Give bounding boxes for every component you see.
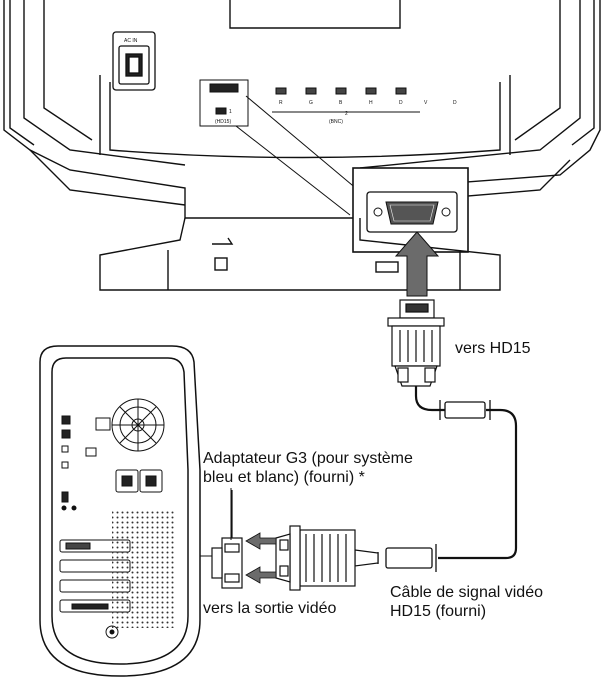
hd15-port-label: (HD15) [215, 119, 231, 125]
zoom-leader-lines [235, 95, 359, 216]
port-labels: R G B H D V D 1 (HD15) 2 (BNC) [215, 100, 457, 125]
video-signal-cable [414, 386, 518, 560]
port-label-v: V [424, 100, 428, 106]
to-video-out-label: vers la sortie vidéo [203, 600, 337, 617]
hd15-zoom-callout [352, 167, 469, 253]
ac-in-label: AC IN [124, 38, 138, 44]
cable-label-line1: Câble de signal vidéo [390, 584, 543, 601]
port-label-b: B [339, 100, 343, 106]
arrows-to-computer [245, 532, 277, 584]
monitor-rear [3, 0, 601, 219]
g3-adapter [211, 490, 243, 589]
bnc-label: (BNC) [329, 119, 343, 125]
ferrite-core-lower [377, 544, 437, 572]
connect-arrow-up [394, 231, 440, 297]
ac-in-socket [112, 31, 156, 91]
cable-label-line2: HD15 (fourni) [390, 603, 487, 620]
port-number-2: 2 [345, 111, 348, 117]
ferrite-core-upper [439, 400, 491, 420]
to-hd15-label: vers HD15 [455, 340, 531, 357]
port-label-h: H [369, 100, 373, 106]
adapter-label-line1: Adaptateur G3 (pour système [203, 450, 413, 467]
hd15-plug-computer-side [275, 525, 379, 591]
port-number-1: 1 [229, 109, 232, 115]
port-label-d2: D [453, 100, 457, 106]
monitor-input-panel [199, 79, 420, 127]
port-label-d1: D [399, 100, 403, 106]
monitor-stand [99, 217, 501, 291]
hd15-plug-monitor-side [387, 299, 445, 387]
port-label-g: G [309, 100, 313, 106]
adapter-label-line2: bleu et blanc) (fourni) * [203, 469, 365, 486]
port-label-r: R [279, 100, 283, 106]
computer-vent-grille [112, 510, 174, 628]
